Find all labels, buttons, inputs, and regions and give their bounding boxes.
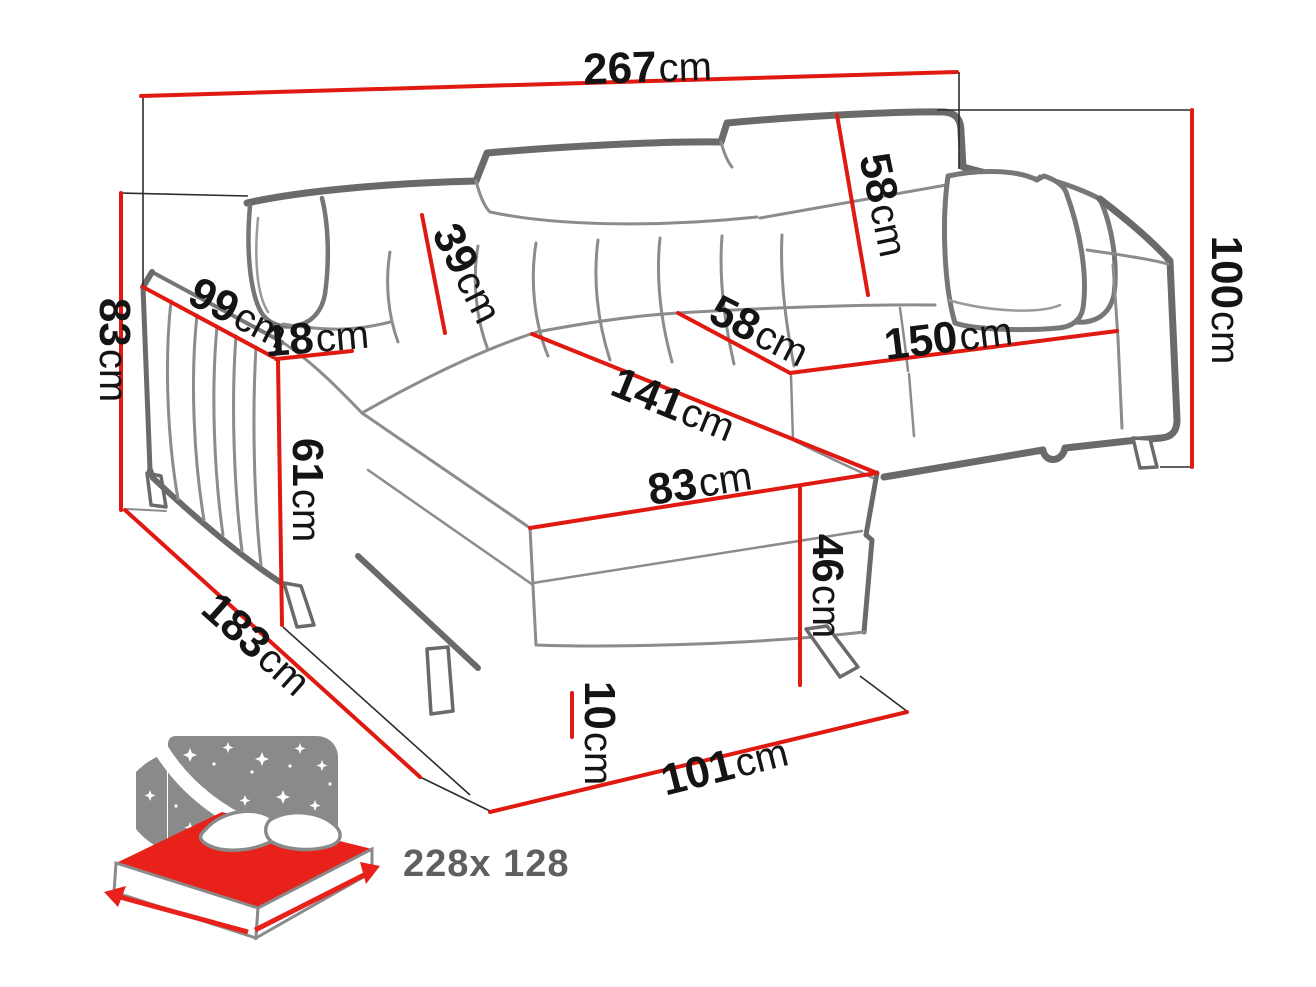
right-back-bottom	[758, 182, 954, 220]
dim-label-armrest-side: 61cm	[283, 438, 332, 542]
seat-split-seam	[898, 306, 910, 373]
armrest-rear-leg	[282, 581, 316, 629]
right-armrest-top-seam	[1085, 248, 1170, 266]
sofa-legs	[145, 436, 1159, 716]
seat-front-left-edge	[789, 374, 875, 480]
dim-line-total-depth	[123, 508, 422, 779]
left-headrest-fold	[255, 216, 270, 314]
chaise-right-face-right-edge	[861, 470, 880, 635]
sofa-back-outline	[243, 108, 1041, 207]
right-pillow-wrinkle	[946, 298, 1062, 312]
dim-line-front-width	[488, 710, 909, 814]
armrest-front-leg	[145, 471, 168, 509]
dim-line-seat-depth	[676, 311, 792, 375]
seat-front-split	[907, 372, 916, 438]
headrest-step-left	[474, 179, 492, 214]
dim-label-total-height: 100cm	[1202, 236, 1251, 365]
right-armrest-inner-edge	[1111, 263, 1124, 430]
chaise-front-leg	[425, 645, 455, 716]
armrest-front-leg-base	[126, 508, 167, 512]
dim-line-seat-width	[788, 329, 1119, 375]
backrest-band-left	[281, 320, 392, 331]
dim-line-total-width	[139, 70, 959, 98]
sofa-drawing	[126, 108, 1181, 716]
dim-label-seat-height: 46cm	[803, 534, 852, 638]
dim-line-chaise-length	[530, 332, 879, 475]
right-pillow-front	[942, 169, 1087, 333]
dim-label-headrest: 39cm	[422, 216, 513, 331]
extension-lines	[120, 72, 1192, 813]
armrest-top-inner-edge	[150, 270, 284, 359]
chaise-right-leg	[804, 624, 860, 679]
dim-label-chaise-length: 141cm	[605, 358, 743, 452]
dim-line-armrest-length	[141, 285, 275, 359]
dim-line-chaise-width	[528, 471, 879, 530]
dimension-lines	[119, 70, 1194, 814]
dim-line-headrest	[420, 213, 447, 335]
main-right-leg	[1131, 436, 1159, 470]
sleeping-area-label: 228x 128	[403, 843, 570, 885]
chaise-back-edge	[360, 330, 539, 415]
bed-pillow-left	[198, 809, 281, 852]
front-rail-bottom	[880, 437, 1132, 481]
middle-headrest-bottom	[488, 210, 759, 226]
dim-label-front-width: 101cm	[656, 727, 793, 806]
armrest-outer-top-edge	[140, 269, 155, 290]
armrest-quilt-seams	[165, 299, 263, 567]
bed-headboard-back-layer	[136, 753, 167, 852]
armrest-seat-junction	[280, 340, 364, 415]
dim-label-leg-height: 10cm	[575, 681, 624, 785]
dimension-labels: 267cm 100cm 83cm 99cm 18cm 39cm 58cm 58c…	[90, 41, 1251, 806]
chaise-left-face-bottom	[355, 553, 481, 671]
backrest-tufting-seams	[386, 233, 796, 368]
dim-line-backrest	[835, 113, 870, 297]
seat-back-junction	[535, 303, 937, 334]
headrest-step-right	[719, 140, 734, 169]
dim-line-armrest-width	[274, 349, 354, 361]
bed-size-arrows	[104, 862, 380, 935]
chaise-left-top-edge	[360, 411, 532, 530]
right-armrest-outline	[1096, 195, 1181, 445]
dim-label-total-width: 267cm	[582, 41, 712, 94]
armrest-bottom-edge	[147, 467, 283, 585]
sleeping-area-icon: 228x 128	[104, 736, 570, 941]
armrest-left-edge	[140, 284, 153, 473]
dim-label-backrest: 58cm	[849, 149, 919, 261]
bed-pillow-right	[264, 810, 342, 852]
dim-label-seat-width: 150cm	[881, 305, 1015, 369]
dim-label-back-height: 83cm	[90, 298, 139, 402]
dim-label-armrest-width: 18cm	[263, 309, 371, 367]
dim-label-seat-depth: 58cm	[702, 286, 817, 377]
dim-line-armrest-side	[276, 359, 284, 627]
chaise-right-face-seam	[531, 529, 864, 585]
dim-label-chaise-width: 83cm	[644, 450, 755, 515]
chaise-left-face-seam	[366, 468, 535, 587]
